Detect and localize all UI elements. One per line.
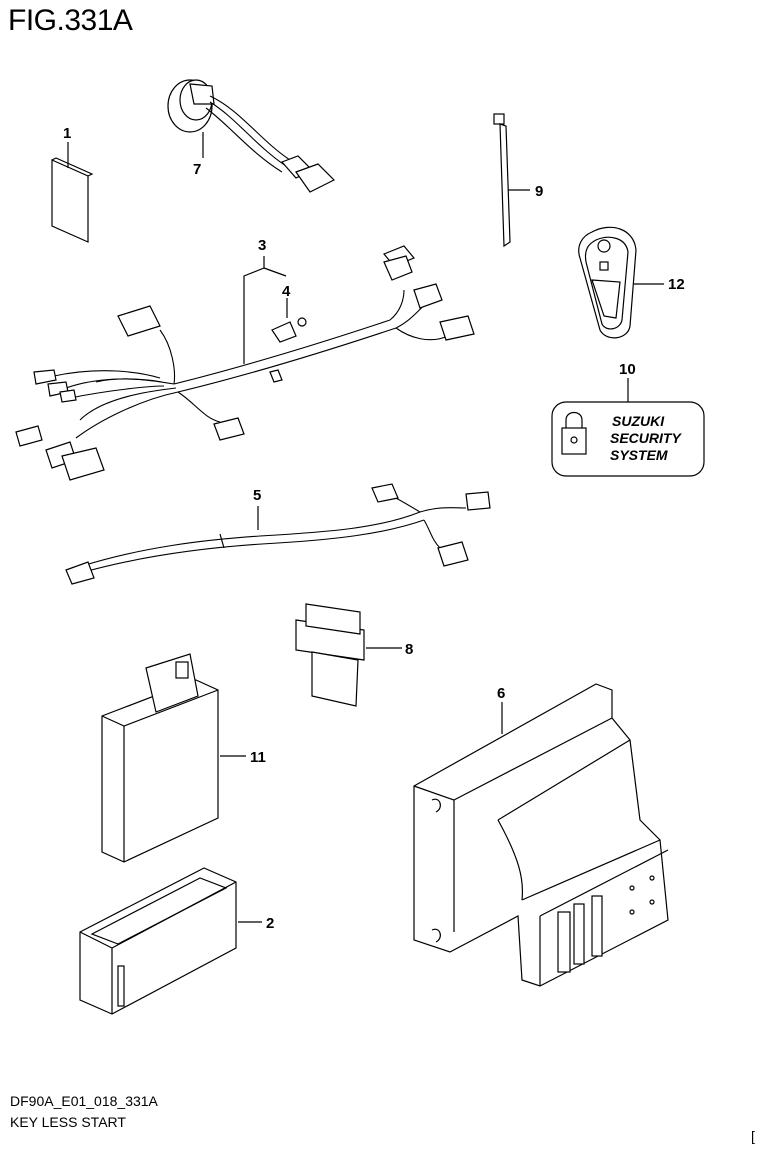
badge-line-1: SUZUKI <box>612 413 665 429</box>
part-10-security-badge: SUZUKI SECURITY SYSTEM 10 <box>551 361 705 477</box>
callout-2: 2 <box>266 915 274 932</box>
leader-bracket-3 <box>243 256 265 364</box>
part-7-switch-harness: 7 <box>167 79 336 193</box>
part-8-relay: 8 <box>295 603 413 707</box>
badge-line-2: SECURITY <box>610 430 682 446</box>
part-11-control-module: 11 <box>101 653 266 863</box>
callout-5: 5 <box>253 487 261 504</box>
suzuki-logo-icon <box>597 239 611 253</box>
corner-mark: [ <box>751 1128 755 1144</box>
callout-10: 10 <box>619 361 636 378</box>
callout-1: 1 <box>63 125 71 142</box>
callout-12: 12 <box>668 276 685 293</box>
figure-title: FIG.331A <box>8 4 133 37</box>
part-2-holder: 2 <box>79 867 274 1015</box>
part-6-bracket: 6 <box>413 683 669 987</box>
part-9-cable-tie: 9 <box>493 113 543 248</box>
part-1-label-card: 1 <box>51 125 94 243</box>
lock-button-icon <box>599 261 609 271</box>
figure-subtitle: KEY LESS START <box>10 1114 126 1130</box>
part-12-key-fob: 12 <box>578 226 685 339</box>
callout-8: 8 <box>405 641 413 658</box>
figure-code: DF90A_E01_018_331A <box>10 1093 158 1109</box>
padlock-icon <box>561 427 587 455</box>
callout-11: 11 <box>250 749 266 766</box>
part-3-main-harness: 3 <box>15 237 475 481</box>
callout-6: 6 <box>497 685 505 702</box>
callout-3: 3 <box>258 237 266 254</box>
callout-7: 7 <box>193 161 201 178</box>
part-5-sub-harness: 5 <box>65 483 491 585</box>
badge-line-3: SYSTEM <box>610 447 668 463</box>
callout-4: 4 <box>282 283 291 300</box>
callout-9: 9 <box>535 183 543 200</box>
